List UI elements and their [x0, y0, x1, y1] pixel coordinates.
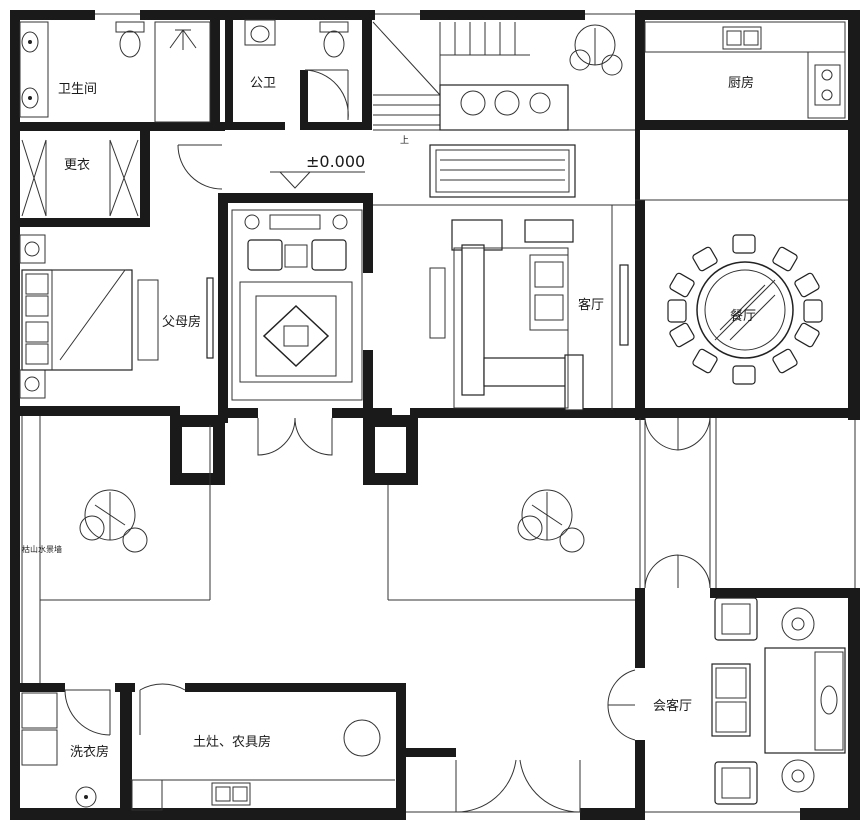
doors	[64, 69, 711, 813]
labels: 卫生间 公卫 厨房 更衣 父母房 客厅 餐厅 洗衣房 土灶、农具房 会客厅 ±0…	[22, 75, 756, 760]
room-label-dining-room: 餐厅	[730, 308, 756, 324]
sink-icon	[211, 782, 251, 806]
room-label-laundry: 洗衣房	[70, 744, 109, 760]
fixtures: 上	[19, 19, 846, 811]
sofa-icon	[429, 219, 584, 411]
tree-icon	[517, 489, 585, 553]
sink-icon	[244, 19, 276, 46]
stove-icon	[814, 64, 841, 106]
dining-table-icon	[667, 234, 823, 385]
room-label-bathroom: 卫生间	[58, 82, 97, 97]
sink-icon	[21, 31, 39, 53]
door-swing-icon	[455, 759, 581, 813]
walls	[10, 10, 860, 820]
door-swing-icon	[64, 689, 111, 736]
door-swing-icon	[644, 417, 711, 451]
toilet-icon	[319, 21, 349, 58]
room-label-kitchen: 厨房	[728, 75, 754, 91]
room-label-living-room: 客厅	[578, 297, 604, 313]
room-label-dressing: 更衣	[64, 157, 90, 173]
room-label-reception-room: 会客厅	[653, 698, 692, 714]
stair-icon: 上	[372, 21, 530, 146]
door-swing-icon	[607, 669, 636, 741]
door-swing-icon	[257, 417, 333, 456]
room-label-parents-room: 父母房	[162, 314, 201, 330]
stove-icon	[439, 84, 569, 131]
toilet-icon	[115, 21, 145, 58]
chairs	[667, 234, 823, 385]
sink-icon	[722, 26, 762, 50]
room-label-public-wc: 公卫	[250, 76, 276, 91]
room-label-stove-tool-room: 土灶、农具房	[193, 734, 271, 750]
door-swing-icon	[304, 69, 349, 121]
shower-icon	[154, 21, 211, 123]
washing-machine-icon	[21, 692, 97, 808]
door-swing-icon	[139, 683, 186, 735]
tree-icon	[569, 24, 623, 76]
sofa-icon	[711, 597, 846, 805]
tree-icon	[79, 489, 148, 553]
door-swing-icon	[177, 144, 223, 190]
rock-garden-wall-label: 枯山水景墙	[22, 544, 62, 554]
bed-icon	[19, 234, 159, 399]
door-swing-icon	[644, 554, 711, 589]
stair-up-label: 上	[400, 135, 409, 146]
sink-icon	[21, 87, 39, 109]
floor-level-label: ±0.000	[306, 152, 365, 171]
rug-pattern	[440, 159, 565, 181]
